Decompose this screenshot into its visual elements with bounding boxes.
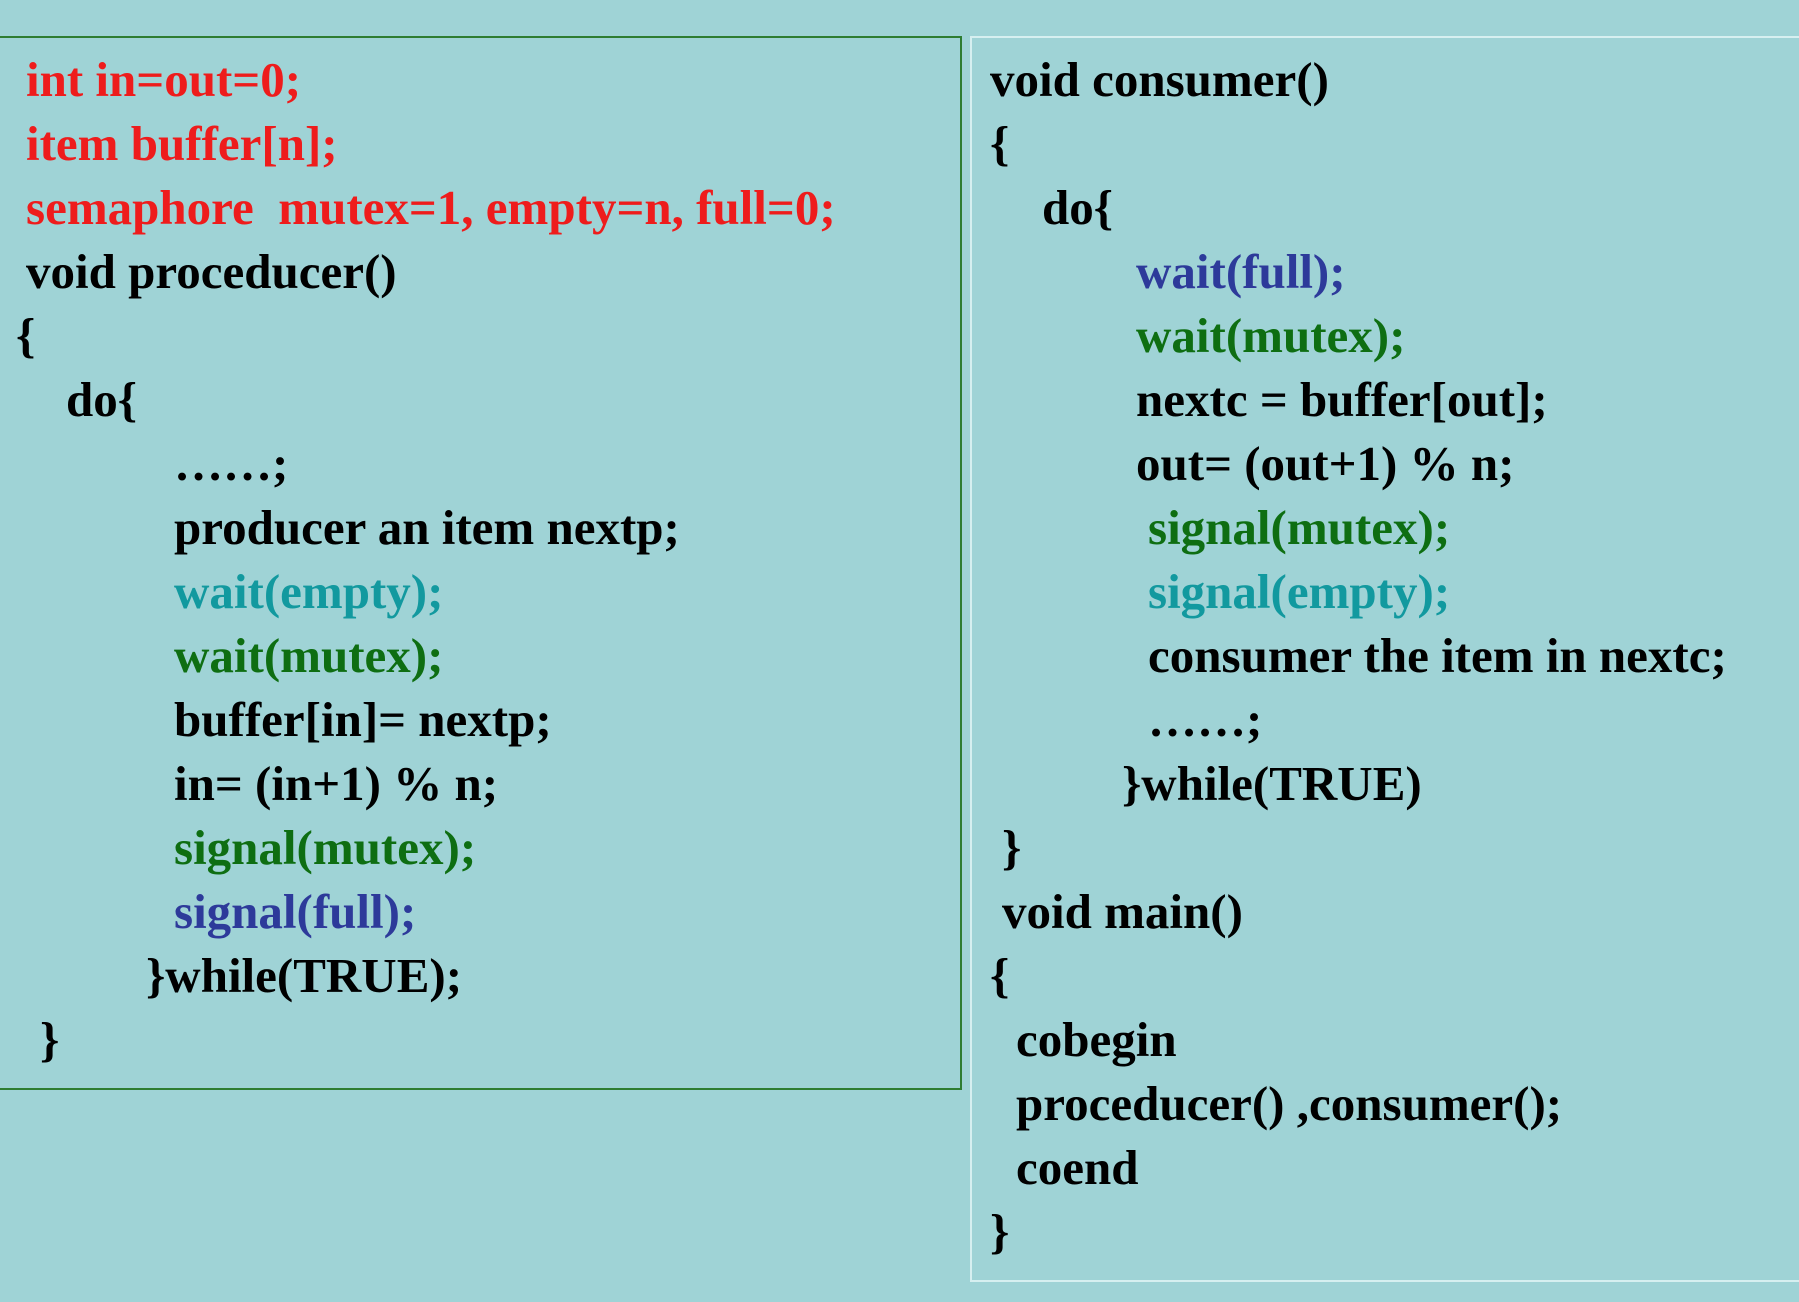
code-line-do-open: do{ bbox=[66, 372, 138, 427]
code-line-wait-mutex: wait(mutex); bbox=[1136, 308, 1406, 363]
code-line-coend: coend bbox=[1016, 1140, 1139, 1195]
code-line-signal-mutex: signal(mutex); bbox=[1148, 500, 1451, 555]
code-line-consumer-signature: void consumer() bbox=[990, 52, 1329, 107]
code-line-declare-in-out: int in=out=0; bbox=[26, 52, 302, 107]
code-line-do-open: do{ bbox=[1042, 180, 1114, 235]
producer-code-panel bbox=[0, 36, 962, 1090]
code-line-consume-item: consumer the item in nextc; bbox=[1148, 628, 1727, 683]
code-line-in-increment: in= (in+1) % n; bbox=[174, 756, 499, 811]
code-line-while-true: }while(TRUE) bbox=[1122, 756, 1422, 811]
code-line-buffer-assign: buffer[in]= nextp; bbox=[174, 692, 552, 747]
code-line-close-brace: } bbox=[40, 1012, 60, 1067]
code-line-declare-semaphores: semaphore mutex=1, empty=n, full=0; bbox=[26, 180, 836, 235]
code-line-main-open-brace: { bbox=[990, 948, 1010, 1003]
code-line-main-signature: void main() bbox=[1002, 884, 1243, 939]
code-line-wait-full: wait(full); bbox=[1136, 244, 1346, 299]
code-line-ellipsis: ……; bbox=[174, 436, 289, 491]
code-line-signal-empty: signal(empty); bbox=[1148, 564, 1451, 619]
code-line-concurrent-calls: proceducer() ,consumer(); bbox=[1016, 1076, 1563, 1131]
code-line-signal-mutex: signal(mutex); bbox=[174, 820, 477, 875]
code-line-open-brace: { bbox=[990, 116, 1010, 171]
code-line-out-increment: out= (out+1) % n; bbox=[1136, 436, 1515, 491]
code-line-producer-signature: void proceducer() bbox=[26, 244, 397, 299]
code-line-main-close-brace: } bbox=[990, 1204, 1010, 1259]
consumer-code-panel bbox=[970, 36, 1799, 1282]
code-line-close-brace: } bbox=[1002, 820, 1022, 875]
code-line-nextc-assign: nextc = buffer[out]; bbox=[1136, 372, 1548, 427]
code-line-declare-buffer: item buffer[n]; bbox=[26, 116, 338, 171]
code-line-signal-full: signal(full); bbox=[174, 884, 417, 939]
code-line-open-brace: { bbox=[16, 308, 36, 363]
code-line-while-true: }while(TRUE); bbox=[146, 948, 463, 1003]
code-line-cobegin: cobegin bbox=[1016, 1012, 1177, 1067]
code-line-ellipsis: ……; bbox=[1148, 692, 1263, 747]
code-line-wait-mutex: wait(mutex); bbox=[174, 628, 444, 683]
code-line-wait-empty: wait(empty); bbox=[174, 564, 444, 619]
code-line-produce-item: producer an item nextp; bbox=[174, 500, 680, 555]
